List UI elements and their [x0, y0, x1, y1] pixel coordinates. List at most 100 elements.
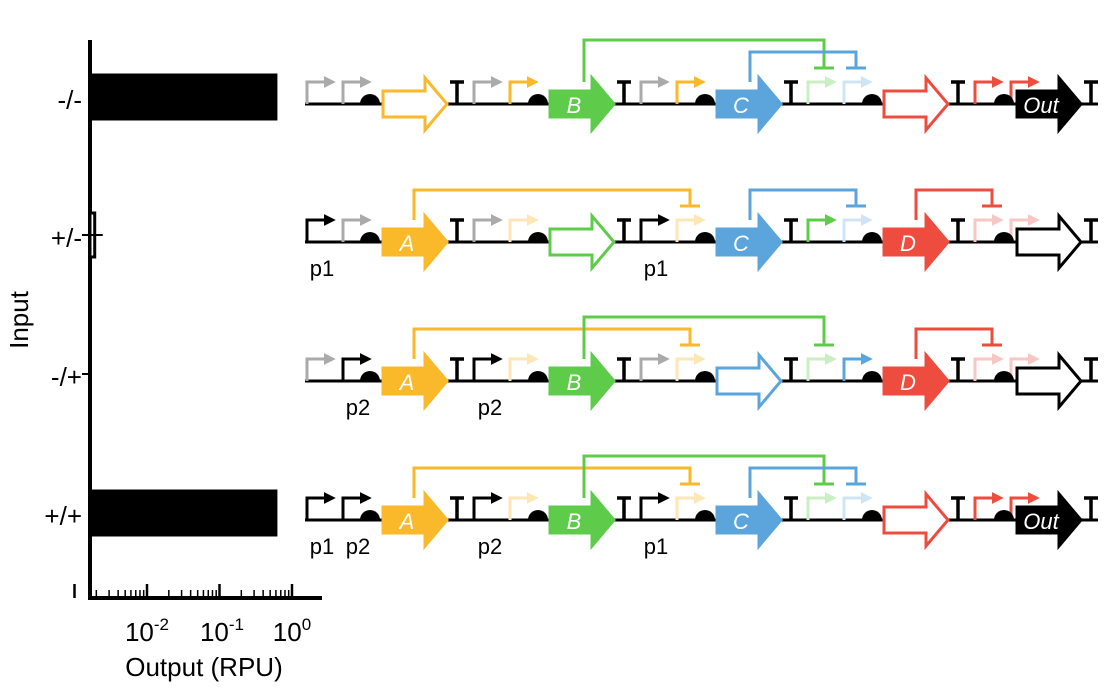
promoter-icon [472, 353, 503, 381]
gene-out-label: Out [1023, 93, 1059, 118]
x-axis-label: Output (RPU) [125, 652, 283, 682]
terminator-icon [450, 80, 464, 104]
gene-c [715, 211, 783, 273]
promoter-label: p1 [644, 256, 668, 281]
promoter-icon [842, 76, 873, 104]
promoter-icon [341, 76, 372, 104]
terminator-icon [1084, 80, 1098, 104]
terminator-icon [450, 496, 464, 520]
repression-arc [914, 327, 994, 359]
repression-arc [748, 50, 858, 82]
output-bar-chart: Input Output (RPU) -/- +/- -/+ +/+ 10-2 … [4, 40, 322, 682]
x-tick-label-0: 10-2 [125, 615, 169, 647]
promoter-icon [639, 492, 670, 520]
terminator-icon [784, 496, 798, 520]
promoter-icon [973, 353, 1004, 381]
y-axis-label: Input [4, 290, 34, 349]
repression-arc [582, 315, 826, 359]
promoter-icon [305, 76, 336, 104]
gene-out [1015, 489, 1083, 551]
promoter-icon [639, 214, 670, 242]
terminator-icon [1084, 218, 1098, 242]
category-label-0: -/- [57, 85, 82, 115]
rbs-icon [360, 510, 380, 520]
rbs-icon [695, 371, 715, 381]
gene-d [882, 211, 950, 273]
promoter-icon [806, 492, 837, 520]
gene-a-label: A [398, 509, 415, 534]
repression-arc [748, 188, 858, 220]
gene-c [715, 489, 783, 551]
terminator-icon [617, 496, 631, 520]
repression-arc [582, 454, 826, 498]
bar--/- [88, 73, 278, 121]
gene-d [882, 489, 950, 551]
x-tick-label-2: 100 [273, 615, 311, 647]
promoter-icon [842, 492, 873, 520]
terminator-icon [951, 80, 965, 104]
rbs-icon [360, 232, 380, 242]
promoter-label: p1 [644, 534, 668, 559]
category-label-3: +/+ [44, 501, 82, 531]
terminator-icon [1084, 496, 1098, 520]
promoter-icon [508, 76, 539, 104]
rbs-icon [528, 371, 548, 381]
gene-out [1015, 73, 1083, 135]
gene-b [548, 73, 616, 135]
promoter-icon [675, 492, 706, 520]
gene-out [1015, 211, 1083, 273]
promoter-icon [675, 214, 706, 242]
gene-d-label: D [900, 231, 916, 256]
terminator-icon [450, 357, 464, 381]
terminator-icon [784, 218, 798, 242]
x-ticks [73, 584, 294, 598]
gene-b-label: B [567, 509, 582, 534]
promoter-icon [806, 214, 837, 242]
promoter-icon [305, 214, 336, 242]
gene-out [1015, 350, 1083, 412]
gene-b [548, 211, 616, 273]
rbs-icon [862, 371, 882, 381]
repression-arc [412, 466, 692, 498]
rbs-icon [695, 94, 715, 104]
gene-a [381, 350, 449, 412]
terminator-icon [617, 80, 631, 104]
promoter-label: p2 [478, 534, 502, 559]
promoter-icon [973, 76, 1004, 104]
category-label-1: +/- [51, 223, 82, 253]
gene-d-label: D [900, 370, 916, 395]
promoter-icon [842, 353, 873, 381]
rbs-icon [994, 94, 1014, 104]
gene-d [882, 73, 950, 135]
gene-a [381, 73, 449, 135]
gene-c-label: C [733, 93, 749, 118]
terminator-icon [951, 357, 965, 381]
gene-c [715, 73, 783, 135]
rbs-icon [695, 510, 715, 520]
promoter-icon [675, 76, 706, 104]
promoter-label: p2 [478, 395, 502, 420]
gene-d [882, 350, 950, 412]
terminator-icon [784, 80, 798, 104]
promoter-icon [341, 214, 372, 242]
rbs-icon [862, 94, 882, 104]
promoter-icon [508, 214, 539, 242]
promoter-icon [806, 353, 837, 381]
promoter-icon [508, 353, 539, 381]
rbs-icon [360, 371, 380, 381]
gene-a-label: A [398, 231, 415, 256]
x-tick-label-1: 10-1 [200, 615, 244, 647]
rbs-icon [695, 232, 715, 242]
promoter-icon [973, 214, 1004, 242]
gene-c-label: C [733, 509, 749, 534]
promoter-icon [973, 492, 1004, 520]
bars [82, 73, 278, 537]
terminator-icon [1084, 357, 1098, 381]
promoter-icon [305, 353, 336, 381]
gene-a [381, 211, 449, 273]
